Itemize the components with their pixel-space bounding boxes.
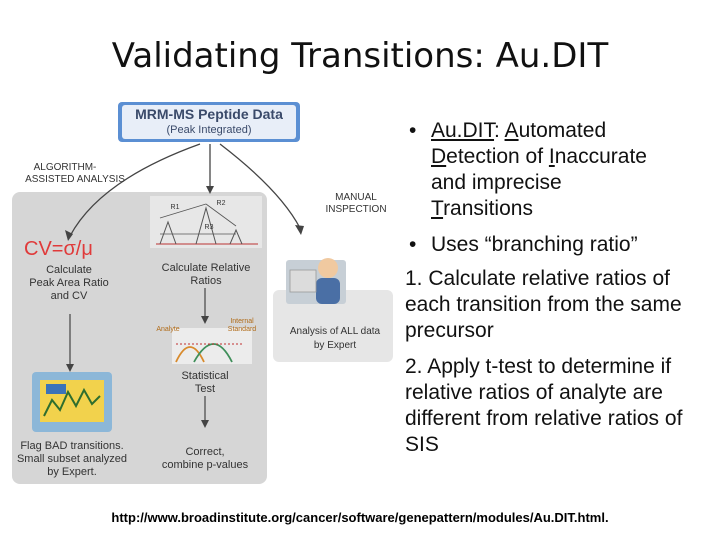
b1-line3: and imprecise <box>431 171 562 194</box>
r3-label: R3 <box>204 224 214 231</box>
b1-i: I <box>548 145 555 168</box>
calc-rel-1: Calculate Relative <box>161 262 251 274</box>
internal-label-1: Internal <box>230 318 254 325</box>
manual-label-1: MANUAL <box>335 192 377 203</box>
b1-naccurate: naccurate <box>554 145 647 168</box>
flag-3: by Expert. <box>47 466 97 478</box>
top-box-subtitle: (Peak Integrated) <box>166 124 252 136</box>
step-1: 1. Calculate relative ratios of each tra… <box>405 267 682 342</box>
manual-label-2: INSPECTION <box>325 204 387 215</box>
b1-ransitions: ransitions <box>443 197 533 220</box>
calc-peak-3: and CV <box>50 290 88 302</box>
manual-panel <box>273 290 393 362</box>
diagram-graphics <box>12 102 393 484</box>
bullet-2: • Uses “branching ratio” <box>405 232 710 258</box>
cv-formula: CV=σ/μ <box>24 238 93 260</box>
b1-t: T <box>431 197 444 220</box>
correct-1: Correct, <box>185 446 225 458</box>
stat-2: Test <box>194 383 216 395</box>
calc-rel-2: Ratios <box>190 275 222 287</box>
footer-url: http://www.broadinstitute.org/cancer/sof… <box>111 510 609 525</box>
r1-label: R1 <box>170 204 180 211</box>
b1-d: D <box>431 145 447 168</box>
algo-label-2: ASSISTED ANALYSIS <box>25 174 125 185</box>
calc-peak-1: Calculate <box>46 264 92 276</box>
bullet-2-text: Uses “branching ratio” <box>431 233 638 256</box>
step-2: 2. Apply t-test to determine if relative… <box>405 355 683 456</box>
bullet-dot: • <box>409 119 417 142</box>
stat-1: Statistical <box>181 370 229 382</box>
slide-title: Validating Transitions: Au.DIT <box>111 36 609 76</box>
expert-1: Analysis of ALL data <box>289 326 381 337</box>
bullet-list: • Au.DIT: Automated Detection of Inaccur… <box>405 118 710 458</box>
b1-utomated: utomated <box>518 119 607 142</box>
internal-label-2: Standard <box>227 326 257 333</box>
auditdiagram: MRM-MS Peptide Data (Peak Integrated) AL… <box>10 100 400 490</box>
bullet-1: • Au.DIT: Automated Detection of Inaccur… <box>405 118 710 222</box>
analyte-label: Analyte <box>156 326 180 333</box>
calc-peak-2: Peak Area Ratio <box>29 277 109 289</box>
top-box-title: MRM-MS Peptide Data <box>135 106 283 122</box>
b1-colon: : <box>494 119 505 142</box>
bullet-dot: • <box>409 233 417 256</box>
b1-a: A <box>504 119 519 142</box>
expert-2: by Expert <box>313 340 357 351</box>
correct-2: combine p-values <box>161 459 249 471</box>
algo-label-1: ALGORITHM- <box>33 162 97 173</box>
b1-etection: etection of <box>446 145 549 168</box>
r2-label: R2 <box>216 200 226 207</box>
flag-2: Small subset analyzed <box>16 453 128 465</box>
audit-term: Au.DIT <box>431 119 495 142</box>
flag-1: Flag BAD transitions. <box>20 440 124 452</box>
